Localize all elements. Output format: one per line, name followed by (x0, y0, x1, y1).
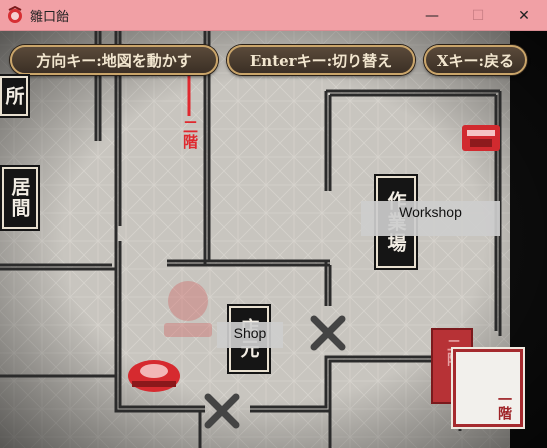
game-viewport[interactable]: 方向キー:地図を動かす Enterキー:切り替え Xキー:戻る 二階 所 居間 … (0, 31, 547, 448)
app-icon (8, 6, 22, 23)
x-mark-icon (204, 315, 346, 429)
maximize-button[interactable]: ☐ (471, 7, 485, 24)
hint-move-map: 方向キー:地図を動かす (10, 45, 218, 75)
minimize-button[interactable]: — (425, 7, 439, 24)
red-helmet-icon (128, 360, 180, 392)
window-titlebar: 雛口飴 — ☐ ✕ (0, 0, 547, 31)
red-gate-icon (462, 125, 500, 151)
floor-card-first-label: 一階 (496, 392, 512, 420)
hint-back: Xキー:戻る (424, 45, 527, 75)
window-title: 雛口飴 (30, 9, 70, 25)
hint-toggle: Enterキー:切り替え (227, 45, 415, 75)
room-tag-top-left[interactable]: 所 (0, 76, 28, 116)
floor-marker-label: 二階 (181, 119, 199, 149)
close-button[interactable]: ✕ (518, 7, 530, 24)
overlay-workshop: Workshop (361, 201, 500, 236)
overlay-shop: Shop (217, 322, 283, 348)
floor-card-second[interactable]: 二階 (431, 328, 473, 404)
save-stamp-icon (164, 281, 212, 337)
floor-card-first[interactable]: 一階 (453, 349, 523, 427)
room-tag-living[interactable]: 居間 (2, 167, 38, 229)
